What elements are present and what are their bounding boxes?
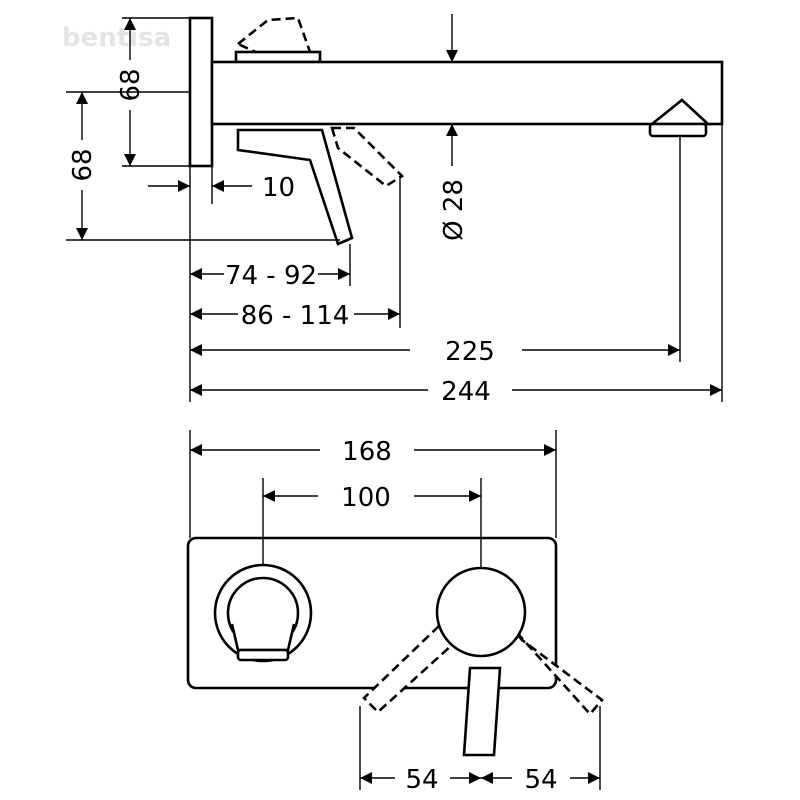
dim-lever-right: 54 xyxy=(524,765,557,795)
watermark-logo: bentisa xyxy=(62,23,171,53)
spout-body xyxy=(210,60,724,126)
dim-spout-diameter: Ø 28 xyxy=(439,179,469,241)
aerator xyxy=(648,122,708,138)
front-view: 168 100 54 54 xyxy=(186,430,604,795)
dim-plate-thickness: 10 xyxy=(262,173,295,203)
dim-lever-left: 54 xyxy=(405,765,438,795)
handle-up-dashed xyxy=(235,16,312,56)
dim-height-upper: 68 xyxy=(116,68,146,101)
dim-spout-total: 244 xyxy=(441,377,491,407)
handle-down xyxy=(236,128,354,246)
lever-handle-stem xyxy=(462,666,502,757)
handle-base xyxy=(234,50,322,64)
lever-handle-disc xyxy=(435,566,527,658)
diverter-knob-foot xyxy=(236,648,290,662)
dim-center-distance: 100 xyxy=(341,483,391,513)
dim-handle-reach-a: 74 - 92 xyxy=(225,261,317,291)
dim-plate-width: 168 xyxy=(342,437,392,467)
wall-plate xyxy=(188,16,214,168)
dim-handle-reach-b: 86 - 114 xyxy=(241,301,350,331)
side-view: 68 68 10 Ø 28 74 - 92 86 - 114 225 244 xyxy=(66,14,724,407)
diverter-knob-tab xyxy=(230,623,296,652)
dim-height-lower: 68 xyxy=(68,148,98,181)
handle-dashed xyxy=(330,126,405,188)
dim-spout-outlet: 225 xyxy=(445,337,495,367)
